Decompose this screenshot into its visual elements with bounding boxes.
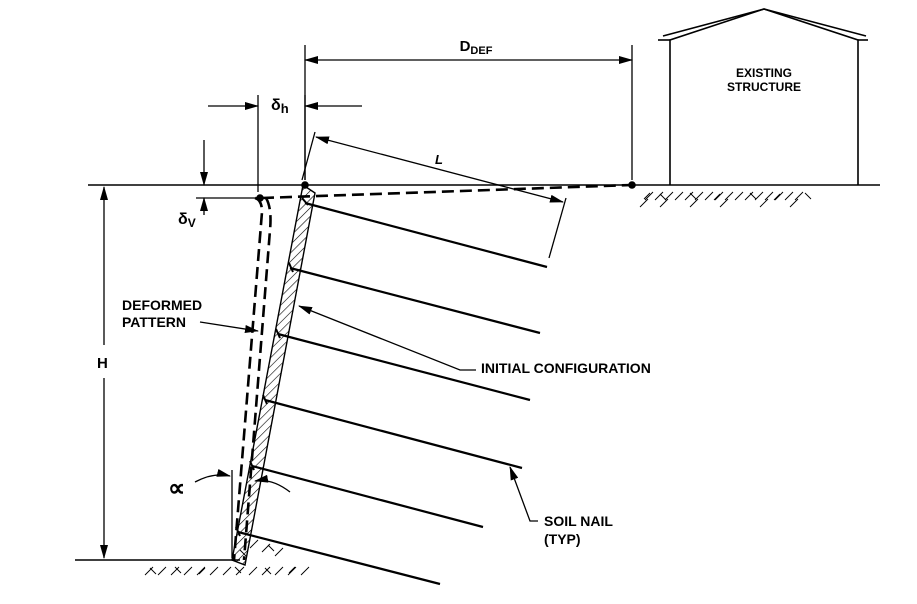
- soil-nail-2: [289, 266, 541, 335]
- delta-v-label: δV: [178, 211, 196, 230]
- alpha-angle: [194, 468, 291, 558]
- soil-nail-label-line2: (TYP): [544, 531, 581, 547]
- initial-configuration-leader: [298, 305, 476, 371]
- soil-hatch-base: [144, 539, 310, 576]
- initial-configuration-label: INITIAL CONFIGURATION: [481, 360, 651, 376]
- deformed-top-point: [256, 194, 264, 202]
- soil-hatch-structure: [639, 191, 812, 208]
- delta-v-dimension: [196, 140, 255, 215]
- initial-top-point: [301, 181, 309, 189]
- soil-nail-4: [264, 398, 523, 470]
- soil-nail-3: [277, 332, 531, 402]
- soil-nail-leader: [509, 466, 538, 522]
- existing-structure-label-line2: STRUCTURE: [727, 80, 801, 94]
- soil-nail-label-line1: SOIL NAIL: [544, 513, 613, 529]
- height-label: H: [97, 355, 108, 372]
- influence-limit-point: [628, 181, 636, 189]
- d-def-label: DDEF: [460, 38, 493, 57]
- soil-nails: [235, 197, 548, 586]
- initial-wall-facing: [231, 183, 316, 566]
- delta-h-label: δh: [271, 97, 289, 116]
- d-def-dimension: [304, 45, 633, 180]
- soil-nail-1: [304, 201, 548, 269]
- nail-length-label: L: [435, 152, 443, 167]
- delta-h-dimension: [208, 95, 362, 192]
- nail-length-dimension: [301, 131, 567, 259]
- deformed-pattern-label-line1: DEFORMED: [122, 297, 202, 313]
- existing-structure-label-line1: EXISTING: [736, 66, 792, 80]
- deformed-pattern-leader: [199, 321, 259, 333]
- deformed-pattern-label-line2: PATTERN: [122, 314, 186, 330]
- soil-nail-6: [237, 530, 441, 586]
- alpha-label: ∝: [168, 475, 185, 502]
- soil-nail-5: [251, 464, 484, 529]
- existing-structure: [658, 8, 868, 185]
